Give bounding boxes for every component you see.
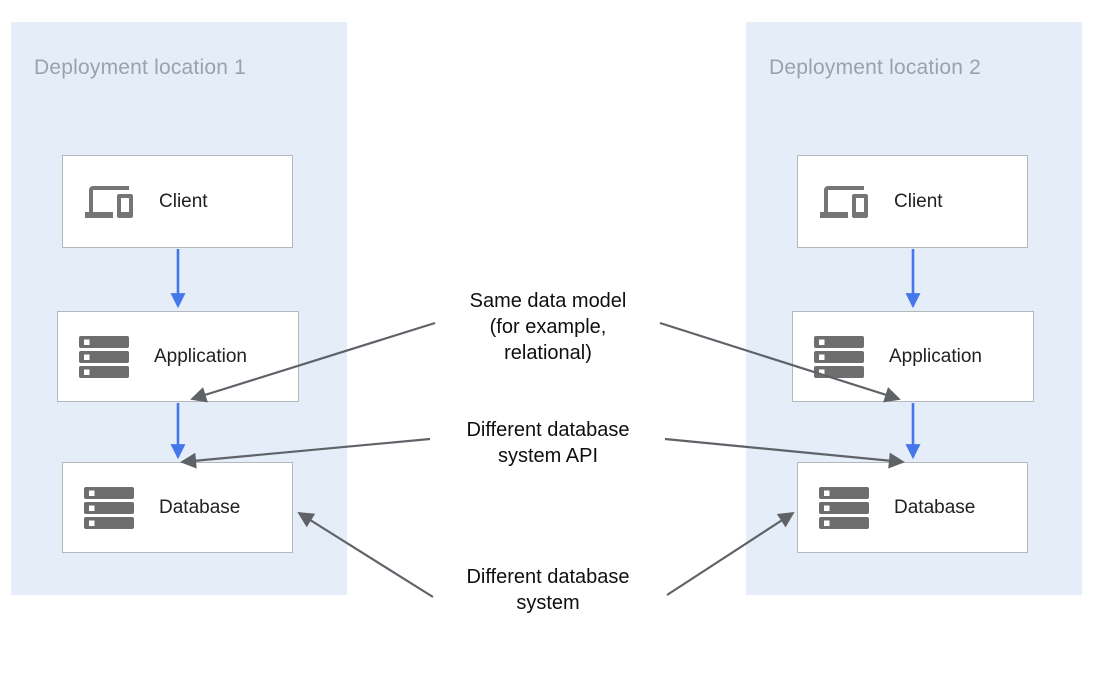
node-client-2: Client [797,155,1028,248]
server-stack-icon [79,334,129,380]
node-label: Database [159,496,241,518]
annotation-same-data-model: Same data model (for example, relational… [469,290,627,364]
node-label: Client [894,190,943,212]
server-stack-icon [819,485,869,531]
panel-title-1: Deployment location 1 [34,56,246,79]
node-database-2: Database [797,462,1028,553]
node-application-1: Application [57,311,299,402]
devices-icon [84,179,134,225]
devices-icon [819,179,869,225]
panel-title-2: Deployment location 2 [769,56,981,79]
node-label: Client [159,190,208,212]
node-database-1: Database [62,462,293,553]
annotation-different-db-api: Different database system API [466,419,630,467]
node-label: Application [889,345,982,367]
server-stack-icon [84,485,134,531]
node-label: Application [154,345,247,367]
node-application-2: Application [792,311,1034,402]
node-label: Database [894,496,976,518]
node-client-1: Client [62,155,293,248]
server-stack-icon [814,334,864,380]
annotation-different-db-system: Different database system [466,566,630,614]
